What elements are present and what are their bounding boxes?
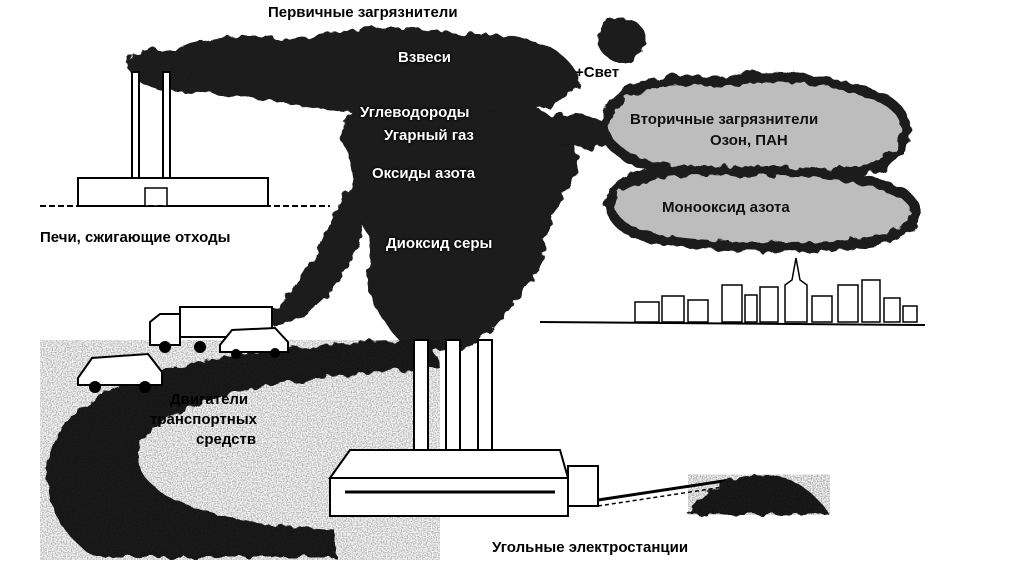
- conveyor: [597, 478, 731, 502]
- label-hydrocarbons: Углеводороды: [360, 104, 470, 121]
- chimney: [162, 71, 171, 185]
- power-roof: [328, 449, 570, 479]
- city-skyline-icon: [634, 257, 918, 323]
- secondary-clouds: [599, 72, 921, 253]
- primary-cloud: [140, 27, 579, 117]
- car: [219, 326, 289, 359]
- power-chimney: [413, 339, 429, 461]
- power-annex: [567, 465, 599, 507]
- cloud-secondary-pollutants: [599, 72, 911, 180]
- light-blob: [598, 18, 646, 62]
- power-plant-icon: [328, 339, 731, 517]
- conveyor: [597, 485, 731, 507]
- label-light: +Свет: [575, 64, 620, 81]
- label-secondary-pollutants: Вторичные загрязнители: [630, 111, 819, 128]
- label-vehicle-engines-1: Двигатели: [170, 391, 249, 408]
- label-nitrogen-oxides: Оксиды азота: [372, 165, 476, 182]
- label-vehicle-engines-2: транспортных: [150, 411, 257, 428]
- label-sulfur-dioxide: Диоксид серы: [386, 235, 493, 252]
- chimney: [131, 71, 140, 185]
- coal-pile-icon: [688, 474, 830, 515]
- horizon-line: [539, 321, 926, 326]
- cloud-nitrogen-monoxide: [604, 165, 921, 253]
- vehicles-icon: [77, 306, 289, 393]
- factory-door: [144, 187, 168, 207]
- label-carbon-monoxide: Угарный газ: [384, 127, 474, 144]
- label-waste-incinerators: Печи, сжигающие отходы: [40, 229, 231, 246]
- label-suspensions: Взвеси: [398, 49, 452, 66]
- power-building: [329, 477, 569, 517]
- vehicle-smoke: [250, 190, 365, 326]
- incinerator-smoke: [127, 48, 193, 90]
- label-ozone-pan: Озон, ПАН: [710, 132, 788, 149]
- label-nitrogen-monoxide: Монооксид азота: [662, 199, 790, 216]
- power-chimney: [445, 339, 461, 461]
- label-coal-power-plants: Угольные электростанции: [492, 539, 689, 556]
- power-plant-plume: [340, 98, 579, 353]
- label-vehicle-engines-3: средств: [196, 431, 257, 448]
- label-primary-pollutants: Первичные загрязнители: [268, 4, 458, 21]
- smoke-trails: [127, 18, 646, 353]
- secondary-connector: [540, 113, 614, 149]
- incinerator-factory-icon: [40, 71, 330, 207]
- factory-building: [77, 177, 269, 207]
- power-chimney: [477, 339, 493, 461]
- car: [77, 352, 163, 393]
